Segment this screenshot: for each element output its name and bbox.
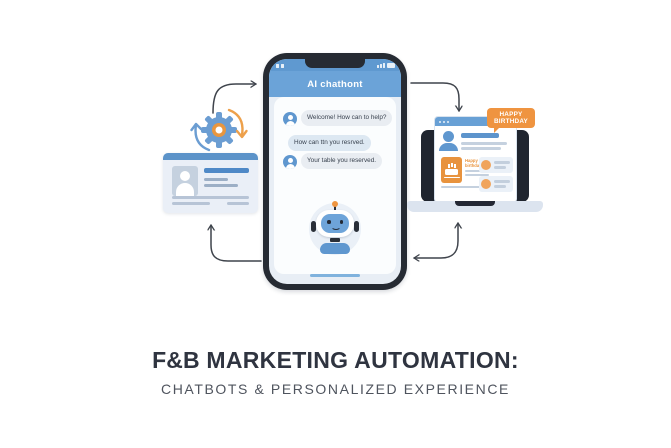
cake-body	[445, 169, 458, 175]
contact-row	[479, 176, 513, 192]
text-line-placeholder	[172, 202, 210, 205]
user-avatar-icon	[481, 160, 491, 170]
text-line-placeholder	[465, 174, 489, 176]
robot-antenna	[334, 206, 336, 211]
title-prefix: F&B	[152, 347, 200, 373]
text-line-placeholder	[172, 196, 249, 199]
battery-icon	[387, 63, 395, 68]
user-avatar-shoulders	[439, 143, 458, 151]
signal-icon	[380, 64, 382, 68]
cake-candle	[454, 164, 456, 168]
text-line-placeholder	[461, 142, 507, 145]
carrier-icon	[280, 63, 284, 68]
robot-neck	[330, 237, 340, 242]
text-line-placeholder	[227, 202, 249, 205]
browser-title-bar	[435, 117, 516, 126]
phone-screen: AI chathont Welcome! How can to help? Ho…	[269, 59, 401, 284]
robot-face	[321, 214, 349, 233]
avatar-shoulders	[176, 183, 194, 196]
text-line-placeholder	[494, 185, 506, 188]
avatar-head	[180, 171, 190, 181]
chat-bubble: How can ttn you resrved.	[288, 135, 371, 151]
happy-birthday-badge: HAPPY BIRTHDAY	[487, 108, 535, 129]
gear-icon	[190, 108, 248, 152]
robot-smile	[331, 223, 341, 230]
signal-icon	[377, 65, 379, 68]
chat-bubble: Your table you reserved.	[301, 153, 383, 169]
bot-avatar-icon	[283, 155, 297, 169]
browser-window: Happy birthday	[434, 116, 517, 203]
page-subtitle: CHATBOTS & PERSONALIZED EXPERIENCE	[161, 381, 510, 397]
browser-content: Happy birthday	[435, 126, 516, 202]
robot-eye	[327, 220, 331, 224]
smartphone: AI chathont Welcome! How can to help? Ho…	[263, 53, 407, 290]
avatar-shoulders	[285, 163, 295, 169]
robot-head	[316, 210, 354, 237]
cake-candle	[451, 163, 453, 167]
robot-ear	[311, 221, 316, 232]
signal-icon	[383, 63, 385, 68]
text-line-placeholder	[494, 166, 506, 169]
cake-icon	[441, 157, 462, 183]
card-header-bar	[163, 153, 258, 160]
page-title: F&B MARKETING AUTOMATION:	[0, 347, 671, 374]
sync-arrow-right-head	[235, 129, 248, 139]
text-line-placeholder	[461, 147, 501, 150]
phone-notch	[305, 59, 365, 68]
laptop-base-notch	[455, 201, 495, 206]
avatar-head	[287, 114, 293, 120]
text-line-placeholder	[204, 184, 238, 187]
user-avatar-icon	[172, 166, 198, 196]
text-line-placeholder	[461, 133, 499, 138]
avatar-head	[287, 157, 293, 163]
sync-arrow-left-icon	[194, 123, 211, 152]
bot-avatar-icon	[283, 112, 297, 126]
laptop-base	[407, 201, 543, 212]
arrow-phone-to-card	[211, 224, 262, 262]
text-line-placeholder	[494, 180, 510, 183]
arrow-laptop-phone-bidirectional	[413, 222, 458, 258]
birthday-card-label: Happy birthday	[465, 158, 482, 169]
cake-plate	[443, 176, 460, 179]
carrier-icon	[276, 63, 279, 68]
sync-arrow-right-icon	[227, 108, 244, 137]
chat-bubble: Welcome! How can to help?	[301, 110, 393, 126]
robot-eye	[339, 220, 343, 224]
home-indicator	[310, 273, 360, 277]
chat-panel: Welcome! How can to help? How can ttn yo…	[274, 97, 396, 274]
window-control-icon	[439, 120, 441, 123]
user-avatar-icon	[443, 131, 454, 142]
chat-header-title: AI chathont	[269, 71, 401, 97]
text-line-placeholder	[494, 161, 510, 164]
arrow-phone-to-laptop	[410, 82, 459, 112]
cake-candle	[448, 164, 450, 168]
gear-center-hole	[215, 126, 223, 134]
text-line-placeholder	[204, 168, 249, 173]
window-control-icon	[447, 120, 449, 123]
text-line-placeholder	[441, 186, 491, 188]
arrow-gear-to-phone	[212, 84, 257, 114]
automation-gear	[188, 104, 250, 156]
customer-profile-card	[163, 153, 258, 213]
robot-icon	[309, 201, 361, 255]
contact-row	[479, 157, 513, 173]
robot-ear	[354, 221, 359, 232]
title-block: F&B MARKETING AUTOMATION: CHATBOTS & PER…	[0, 347, 671, 397]
sync-arrow-left-head	[190, 122, 203, 132]
avatar-shoulders	[285, 120, 295, 126]
window-control-icon	[443, 120, 445, 123]
title-rest: MARKETING AUTOMATION:	[199, 347, 519, 373]
user-avatar-icon	[481, 179, 491, 189]
robot-antenna-bulb	[332, 201, 338, 207]
happy-birthday-badge-tail	[494, 126, 501, 133]
robot-body	[320, 243, 350, 254]
text-line-placeholder	[204, 178, 228, 181]
